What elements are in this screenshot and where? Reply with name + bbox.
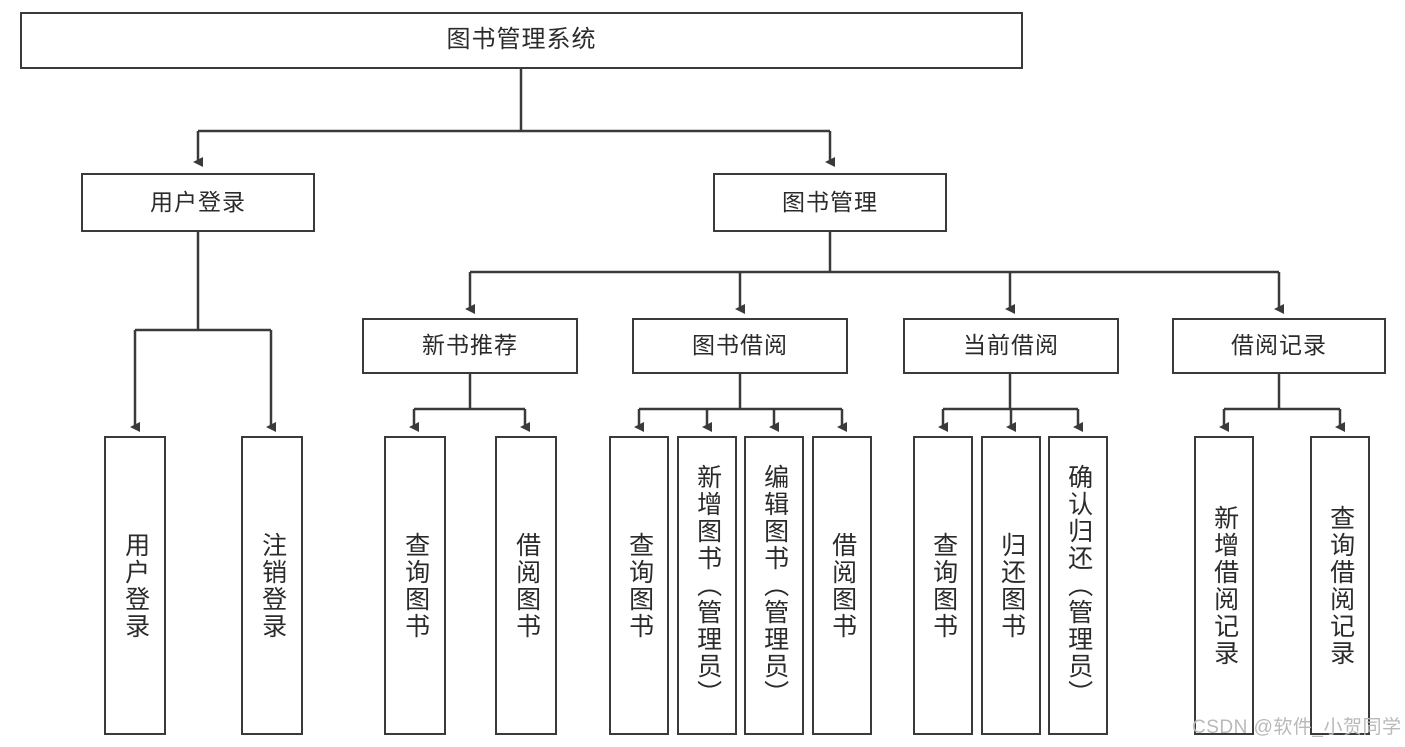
node-label: 查询图书 (929, 531, 958, 640)
node-root-system[interactable]: 图书管理系统 (20, 12, 1023, 69)
leaf-user-login-signout[interactable]: 注销登录 (241, 436, 303, 735)
csdn-watermark: CSDN @软件_小贺同学 (1192, 717, 1402, 738)
node-label: 借阅图书 (512, 531, 541, 640)
leaf-current-return-book[interactable]: 归还图书 (981, 436, 1041, 735)
node-label: 图书借阅 (692, 332, 788, 359)
node-label: 借阅图书 (828, 531, 857, 640)
node-book-borrowing[interactable]: 图书借阅 (632, 318, 848, 374)
node-label: 查询图书 (625, 531, 654, 640)
node-borrowing-record[interactable]: 借阅记录 (1172, 318, 1386, 374)
leaf-borrow-query-book[interactable]: 查询图书 (609, 436, 669, 735)
leaf-borrow-edit-book-admin[interactable]: 编辑图书（管理员） (744, 436, 804, 735)
node-label: 新增图书（管理员） (693, 464, 722, 707)
node-book-management[interactable]: 图书管理 (713, 173, 947, 232)
leaf-new-book-borrow[interactable]: 借阅图书 (495, 436, 557, 735)
node-label: 查询借阅记录 (1326, 504, 1355, 667)
node-label: 图书管理 (782, 188, 878, 215)
node-label: 编辑图书（管理员） (760, 464, 789, 707)
leaf-record-add-record[interactable]: 新增借阅记录 (1194, 436, 1254, 735)
node-user-login[interactable]: 用户登录 (81, 173, 315, 232)
node-label: 新书推荐 (422, 332, 518, 359)
node-label: 查询图书 (401, 531, 430, 640)
node-label: 用户登录 (150, 188, 246, 215)
node-current-borrowing[interactable]: 当前借阅 (903, 318, 1119, 374)
node-label: 当前借阅 (963, 332, 1059, 359)
leaf-user-login-signin[interactable]: 用户登录 (104, 436, 166, 735)
node-label: 确认归还（管理员） (1064, 464, 1093, 707)
leaf-current-query-book[interactable]: 查询图书 (913, 436, 973, 735)
node-label: 用户登录 (121, 531, 150, 640)
leaf-new-book-query[interactable]: 查询图书 (384, 436, 446, 735)
node-label: 图书管理系统 (446, 26, 597, 54)
node-label: 新增借阅记录 (1210, 504, 1239, 667)
node-label: 借阅记录 (1231, 332, 1327, 359)
node-label: 归还图书 (997, 531, 1026, 640)
node-new-book-recommendation[interactable]: 新书推荐 (362, 318, 578, 374)
leaf-current-confirm-return-admin[interactable]: 确认归还（管理员） (1048, 436, 1108, 735)
leaf-record-query-record[interactable]: 查询借阅记录 (1310, 436, 1370, 735)
leaf-borrow-add-book-admin[interactable]: 新增图书（管理员） (677, 436, 737, 735)
leaf-borrow-borrow-book[interactable]: 借阅图书 (812, 436, 872, 735)
node-label: 注销登录 (258, 531, 287, 640)
